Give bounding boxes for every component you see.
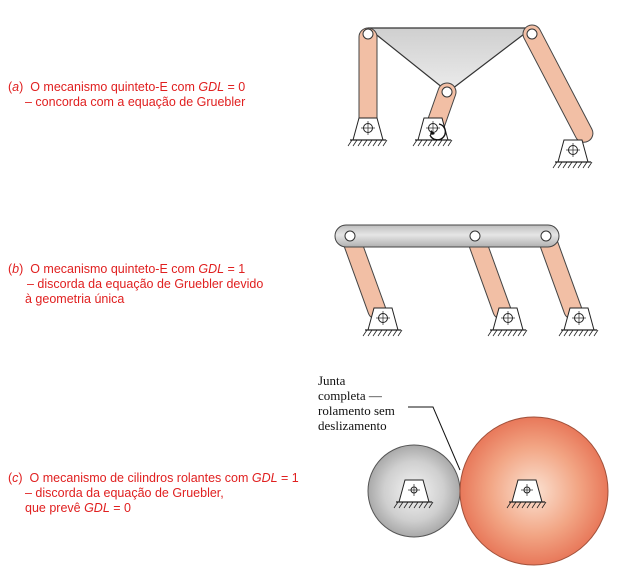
- caption-c-line3-dof-label: GDL: [84, 501, 110, 515]
- annotation-line3: rolamento sem: [318, 403, 395, 418]
- caption-c-line3-text: que prevê: [25, 501, 85, 515]
- caption-b-line1: (b) O mecanismo quinteto-E com GDL = 1: [8, 262, 246, 276]
- caption-a-text: O mecanismo quinteto-E com: [30, 80, 199, 94]
- pin-a-3: [441, 86, 453, 98]
- annotation-line4: deslizamento: [318, 418, 387, 433]
- ground-pivot-b1: [362, 307, 403, 337]
- pin-b-1: [344, 230, 356, 242]
- caption-a-dof-value: = 0: [224, 80, 246, 94]
- caption-a: (a) O mecanismo quinteto-E com GDL = 0 –…: [8, 80, 245, 110]
- caption-c-letter: c: [12, 471, 19, 485]
- ground-pivot-b2: [487, 307, 528, 337]
- caption-c-line3: que prevê GDL = 0: [8, 501, 299, 516]
- coupler-bar-b: [334, 224, 560, 248]
- rolling-joint-annotation: Junta completa — rolamento sem deslizame…: [318, 373, 395, 433]
- caption-b-text: O mecanismo quinteto-E com: [30, 262, 199, 276]
- mechanism-c: [367, 406, 609, 566]
- annotation-line2: completa —: [318, 388, 382, 403]
- caption-c-text: O mecanismo de cilindros rolantes com: [29, 471, 252, 485]
- caption-c: (c) O mecanismo de cilindros rolantes co…: [8, 471, 299, 516]
- caption-c-line3-dof-value: = 0: [109, 501, 131, 515]
- ternary-link-a: [367, 27, 533, 93]
- pin-a-2: [526, 28, 538, 40]
- pin-b-3: [540, 230, 552, 242]
- caption-a-line2: – concorda com a equação de Gruebler: [25, 95, 246, 109]
- ground-pivot-a3: [552, 139, 593, 169]
- caption-a-letter: a: [12, 80, 20, 94]
- ground-pivot-a1: [347, 117, 388, 147]
- caption-b-letter: b: [12, 262, 20, 276]
- caption-b-line2: – discorda da equação de Gruebler devido: [27, 277, 264, 291]
- caption-c-line1: (c) O mecanismo de cilindros rolantes co…: [8, 471, 299, 485]
- mechanism-a: [347, 24, 594, 169]
- rotation-arrow-icon: [429, 123, 447, 141]
- caption-a-dof-label: GDL: [198, 80, 225, 94]
- caption-c-line2: – discorda da equação de Gruebler,: [25, 486, 224, 500]
- ground-pivot-c2: [506, 479, 547, 509]
- annotation-line1: Junta: [318, 373, 346, 388]
- link-a-left: [358, 27, 378, 131]
- caption-c-dof-label: GDL: [251, 471, 278, 485]
- annotation-leader-line: [408, 406, 461, 471]
- ground-pivot-c1: [393, 479, 434, 509]
- ground-pivot-a2: [412, 117, 453, 147]
- link-a-right: [522, 24, 594, 143]
- caption-b: (b) O mecanismo quinteto-E com GDL = 1 –…: [8, 262, 263, 307]
- caption-a-line1: (a) O mecanismo quinteto-E com GDL = 0: [8, 80, 246, 94]
- caption-b-dof-label: GDL: [198, 262, 225, 276]
- pin-a-1: [362, 28, 374, 40]
- mechanism-b: [334, 224, 599, 337]
- caption-c-dof-value: = 1: [277, 471, 299, 485]
- pin-b-2: [469, 230, 481, 242]
- ground-pivot-b3: [558, 307, 599, 337]
- caption-b-dof-value: = 1: [224, 262, 246, 276]
- caption-b-line3: à geometria única: [25, 292, 125, 306]
